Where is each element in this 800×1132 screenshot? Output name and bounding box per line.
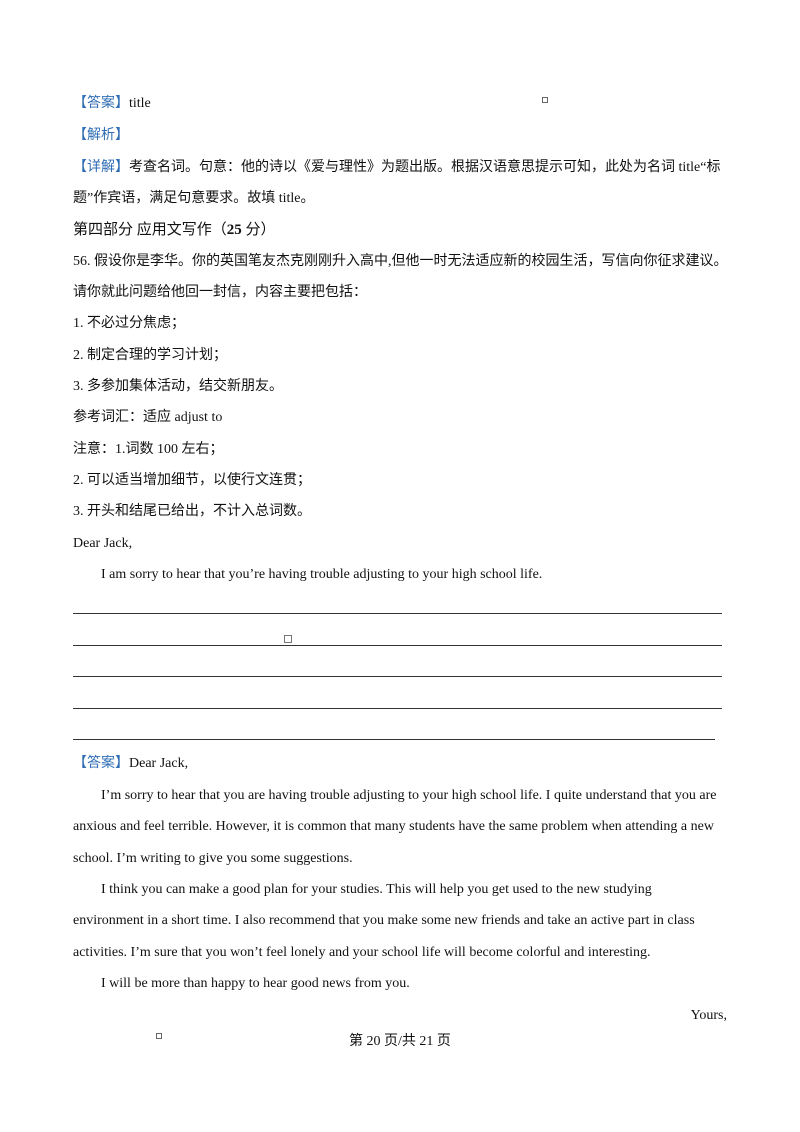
prompt-opening: I am sorry to hear that you’re having tr… bbox=[101, 567, 543, 582]
question-note-2: 2. 可以适当增加细节，以使行文连贯； bbox=[73, 473, 311, 488]
section-heading: 第四部分 应用文写作（25 分） bbox=[73, 220, 276, 240]
question-note-1: 注意：1.词数 100 左右； bbox=[73, 442, 224, 457]
answer2-closing: Yours, bbox=[690, 1008, 727, 1023]
scan-mark bbox=[542, 97, 548, 103]
question-point-2: 2. 制定合理的学习计划； bbox=[73, 348, 227, 363]
section-label: 第四部分 应用文写作（ bbox=[73, 222, 227, 238]
section-score: 25 bbox=[226, 222, 242, 238]
answer-text: title bbox=[129, 96, 151, 111]
detail-line-1: 【详解】考查名词。句意：他的诗以《爱与理性》为题出版。根据汉语意思提示可知，此处… bbox=[73, 158, 720, 178]
answer2-greeting-line: 【答案】Dear Jack, bbox=[73, 754, 188, 774]
answer2-line-6: activities. I’m sure that you won’t feel… bbox=[73, 945, 651, 960]
answer2-line-3: school. I’m writing to give you some sug… bbox=[73, 851, 353, 866]
writing-line bbox=[73, 613, 722, 614]
scan-mark bbox=[156, 1033, 162, 1039]
detail-line-2: 题”作宾语，满足句意要求。故填 title。 bbox=[73, 191, 315, 206]
writing-line bbox=[73, 708, 722, 709]
answer2-greeting: Dear Jack, bbox=[129, 756, 189, 771]
writing-line bbox=[73, 739, 715, 740]
writing-line bbox=[73, 676, 722, 677]
question-note-3: 3. 开头和结尾已给出，不计入总词数。 bbox=[73, 504, 311, 519]
answer2-tag: 【答案】 bbox=[73, 756, 129, 771]
answer2-line-2: anxious and feel terrible. However, it i… bbox=[73, 819, 714, 834]
page-footer: 第 20 页/共 21 页 bbox=[349, 1034, 451, 1049]
detail-text-1: 考查名词。句意：他的诗以《爱与理性》为题出版。根据汉语意思提示可知，此处为名词 … bbox=[129, 160, 721, 175]
section-suffix: 分） bbox=[241, 222, 276, 238]
answer2-line-7: I will be more than happy to hear good n… bbox=[101, 976, 410, 991]
question-vocab: 参考词汇：适应 adjust to bbox=[73, 410, 223, 425]
prompt-greeting: Dear Jack, bbox=[73, 536, 133, 551]
scan-mark bbox=[284, 635, 292, 643]
question-line-2: 请你就此问题给他回一封信，内容主要把包括： bbox=[73, 285, 367, 300]
answer-line: 【答案】title bbox=[73, 94, 151, 114]
detail-tag: 【详解】 bbox=[73, 160, 129, 175]
answer2-line-5: environment in a short time. I also reco… bbox=[73, 913, 695, 928]
writing-line bbox=[73, 645, 722, 646]
analysis-tag: 【解析】 bbox=[73, 128, 129, 143]
answer2-line-4: I think you can make a good plan for you… bbox=[101, 882, 652, 897]
answer-tag: 【答案】 bbox=[73, 96, 129, 111]
question-point-1: 1. 不必过分焦虑； bbox=[73, 316, 185, 331]
answer2-line-1: I’m sorry to hear that you are having tr… bbox=[101, 788, 717, 803]
question-point-3: 3. 多参加集体活动，结交新朋友。 bbox=[73, 379, 283, 394]
question-line-1: 56. 假设你是李华。你的英国笔友杰克刚刚升入高中,但他一时无法适应新的校园生活… bbox=[73, 254, 728, 269]
